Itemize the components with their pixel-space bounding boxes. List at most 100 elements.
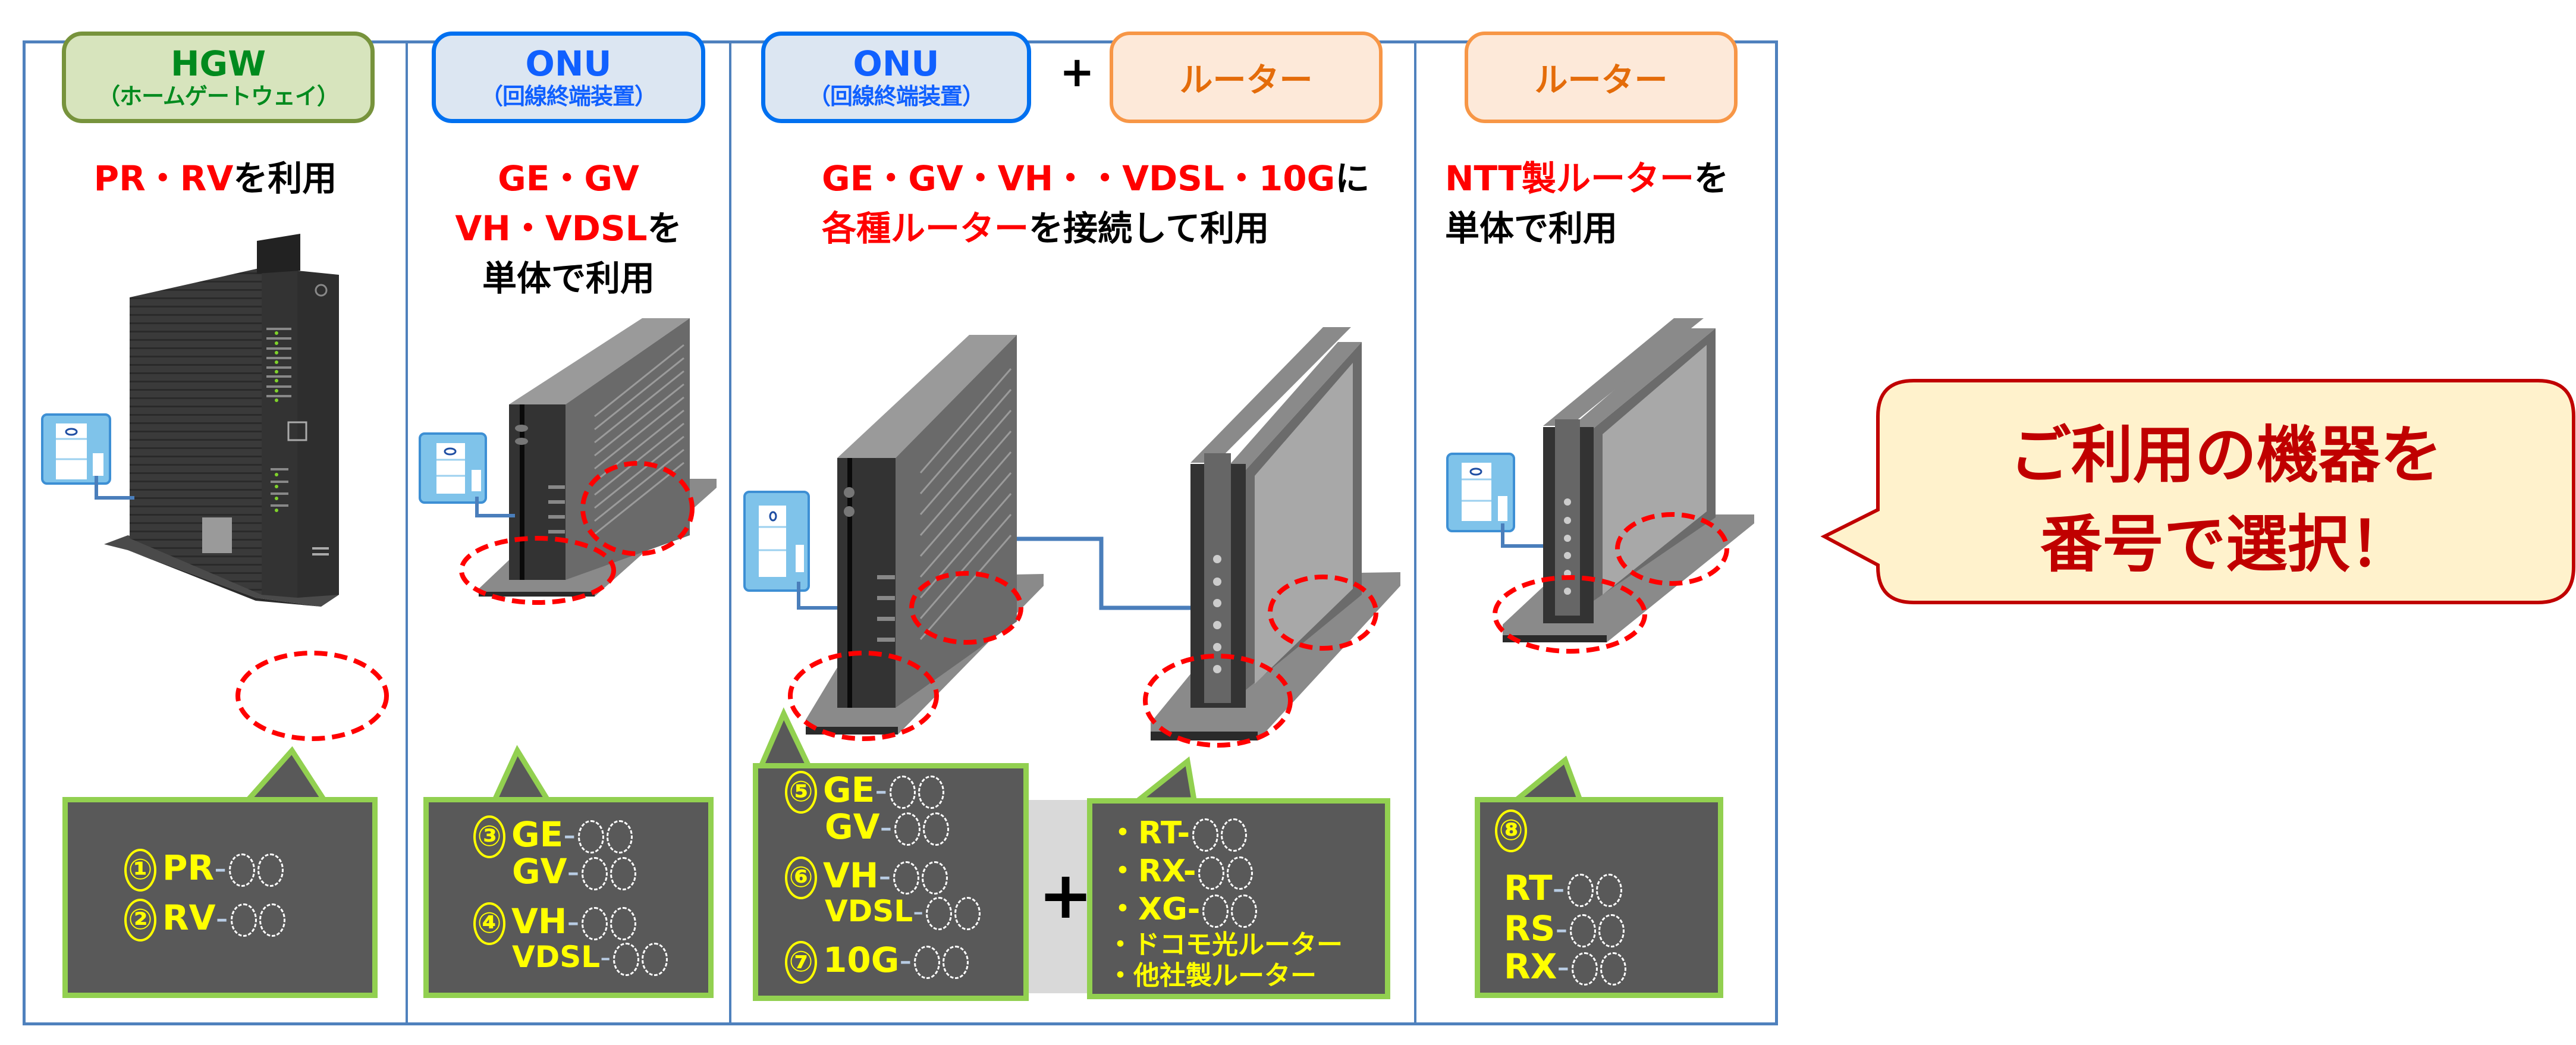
wall-socket-icon [743,491,810,592]
placeholder-circle-icon [943,946,969,979]
option-model: VDSL [512,940,601,974]
placeholder-circle-icon [890,776,916,809]
wall-socket-icon [1446,453,1515,532]
highlight-ellipse [909,571,1023,645]
caption-text: を利用 [233,158,337,199]
option-model: 10G [823,940,900,981]
option-item[interactable]: GV- [825,806,950,847]
placeholder-circle-icon [1600,952,1627,986]
router-item[interactable]: ・ドコモ光ルーター [1107,928,1343,962]
placeholder-circle-icon [922,861,948,895]
caption-col4: NTT製ルーターを 単体で利用 [1445,153,1729,253]
caption-highlight: NTT製ルーター [1445,158,1694,199]
header-router: ルーター [1110,32,1383,123]
highlight-ellipse [788,651,939,741]
placeholder-circle-icon [578,820,605,853]
option-model: VH [511,901,567,942]
column-divider [729,40,731,1025]
router-item[interactable]: ・他社製ルーター [1107,959,1317,993]
option-item[interactable]: VDSL- [825,892,981,930]
placeholder-circle-icon [229,853,256,887]
callout-line: 番号で選択！ [2040,508,2411,580]
header-title: ONU [525,43,612,84]
callout-line: ご利用の機器を [2009,419,2442,491]
plus-sign: + [1038,857,1094,933]
plus-sign: + [1060,48,1095,96]
placeholder-circle-icon [230,903,257,937]
cable-line [1501,523,1543,548]
option-item[interactable]: GV- [512,852,637,890]
placeholder-circle-icon [1221,818,1248,852]
caption-text: を [647,208,682,249]
highlight-ellipse [580,461,695,556]
option-number: ⑧ [1495,809,1527,852]
header-subtitle: （回線終端装置） [480,83,657,109]
placeholder-circle-icon [610,907,637,940]
option-number: ⑦ [785,941,817,984]
caption-text: を接続して利用 [1029,208,1270,249]
option-model: RS [1504,908,1556,949]
option-number-row: ⑧ [1495,809,1533,852]
option-model: RT [1504,868,1553,908]
option-model: GE [823,770,875,811]
header-onu: ONU （回線終端装置） [761,32,1031,123]
placeholder-circle-icon [582,856,608,890]
router-device-icon [1151,327,1400,740]
header-hgw: HGW （ホームゲートウェイ） [62,32,375,123]
option-number: ① [124,849,156,892]
option-item[interactable]: RS- [1504,909,1625,947]
option-model: RX [1504,946,1557,987]
header-onu: ONU （回線終端装置） [432,32,705,123]
placeholder-circle-icon [1598,914,1625,947]
placeholder-circle-icon [1202,895,1229,928]
cable-line [1017,536,1190,610]
option-item[interactable]: RX- [1504,946,1627,987]
placeholder-circle-icon [1567,873,1594,907]
option-model: GV [825,806,880,847]
option-number: ⑤ [785,771,817,814]
option-model: RV [162,897,216,939]
caption-text: を [1694,158,1729,199]
router-label: ・XG- [1107,892,1201,927]
caption-highlight: GE・GV・VH・・VDSL・10G [822,158,1336,199]
router-item[interactable]: ・RX- [1107,855,1254,890]
placeholder-circle-icon [918,776,945,809]
option-item[interactable]: RT- [1504,869,1622,907]
header-subtitle: （ホームゲートウェイ） [98,83,340,109]
header-subtitle: （回線終端装置） [808,83,985,109]
wall-socket-icon [41,413,111,485]
placeholder-circle-icon [610,856,637,890]
header-title: ONU [853,43,940,84]
placeholder-circle-icon [607,820,633,853]
placeholder-circle-icon [613,942,640,976]
header-router: ルーター [1465,32,1738,123]
highlight-ellipse [235,651,389,741]
placeholder-circle-icon [582,907,608,940]
router-item[interactable]: ・XG- [1107,892,1258,928]
callout-bubble [1820,379,2575,604]
caption-col1: PR・RVを利用 [24,153,407,203]
caption-highlight: PR・RV [93,158,234,199]
placeholder-circle-icon [923,812,950,846]
onu-device-icon [806,335,1044,735]
option-box-routers: ・RT- ・RX- ・XG- ・ドコモ光ルーター ・他社製ルーター [1087,798,1390,999]
router-device-icon [1503,318,1754,642]
placeholder-circle-icon [1231,895,1258,928]
placeholder-circle-icon [257,853,284,887]
option-model: VH [823,855,879,896]
option-item[interactable]: VDSL- [512,938,668,976]
header-title: ルーター [1179,61,1313,100]
router-item[interactable]: ・RT- [1107,817,1248,852]
router-label: ・他社製ルーター [1107,961,1317,991]
option-model: VDSL [825,894,913,928]
